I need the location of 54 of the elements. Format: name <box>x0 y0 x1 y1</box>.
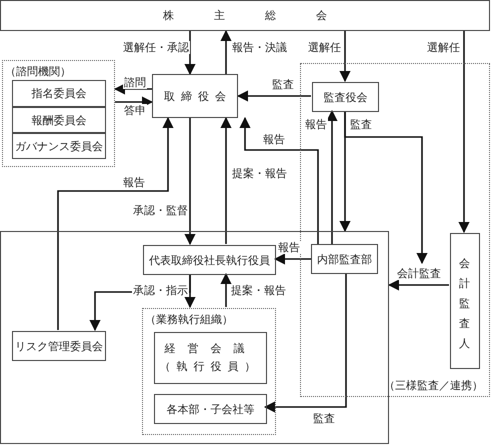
organization-box: 各本部・子会社等 <box>154 394 267 424</box>
organization-box: 会計監査人 <box>450 233 480 369</box>
box-subtitle: （執行役員） <box>160 359 262 375</box>
arrow <box>388 279 449 291</box>
organization-box: 内部監査部 <box>311 244 378 274</box>
edge-label: 監査 <box>312 412 336 425</box>
edge-label: 報告・決議 <box>231 41 288 54</box>
edge-label: 会計監査 <box>396 267 442 280</box>
edge-label: 承認・監督 <box>132 204 189 217</box>
arrow <box>184 31 196 76</box>
arrow <box>184 118 196 246</box>
arrow <box>239 116 319 244</box>
organization-box: リスク管理委員会 <box>12 331 106 361</box>
edge-label: 監査 <box>271 78 295 91</box>
box-title: 経営会議 <box>164 341 256 357</box>
arrow <box>264 274 347 413</box>
arrow <box>57 116 174 330</box>
group-heading: （諮問機関） <box>5 64 71 79</box>
arrow <box>220 272 232 307</box>
arrow <box>344 111 428 264</box>
edge-label: 承認・指示 <box>132 284 189 297</box>
organization-box: 報酬委員会 <box>12 107 106 133</box>
edge-label: 報告 <box>262 133 286 146</box>
edge-label: 選解任 <box>426 41 461 54</box>
arrow <box>458 31 470 234</box>
organization-box: 指名委員会 <box>12 80 106 107</box>
arrow <box>339 31 351 82</box>
arrow <box>236 90 311 102</box>
edge-label: 提案・報告 <box>231 167 288 180</box>
edge-label: 諮問 <box>123 76 147 89</box>
edge-label: 選解任 <box>307 41 342 54</box>
arrow <box>220 116 232 244</box>
arrow <box>220 30 232 74</box>
organization-box: ガバナンス委員会 <box>12 133 106 159</box>
edge-label: 報告 <box>122 176 146 189</box>
organization-box <box>154 332 267 384</box>
arrow <box>326 110 338 244</box>
organization-box: 監査役会 <box>312 82 379 112</box>
edge-label: 答申 <box>123 104 147 117</box>
area-frame <box>0 231 389 444</box>
arrow <box>114 83 152 95</box>
edge-label: 選解任・承認 <box>122 41 190 54</box>
edge-label: 報告 <box>304 118 328 131</box>
dotted-group-box <box>142 308 276 435</box>
edge-label: 提案・報告 <box>230 284 287 297</box>
edge-label: 報告 <box>277 241 301 254</box>
group-heading: （業務執行組織） <box>145 312 233 327</box>
organization-box: 取締役会 <box>152 74 238 118</box>
arrow <box>274 253 311 265</box>
group-heading: （三様監査／連携） <box>384 378 483 393</box>
edge-label: 監査 <box>349 118 373 131</box>
organization-box: 代表取締役社長執行役員 <box>143 245 276 275</box>
dotted-group-box <box>2 60 115 167</box>
organization-box: 株主総会 <box>0 0 490 31</box>
